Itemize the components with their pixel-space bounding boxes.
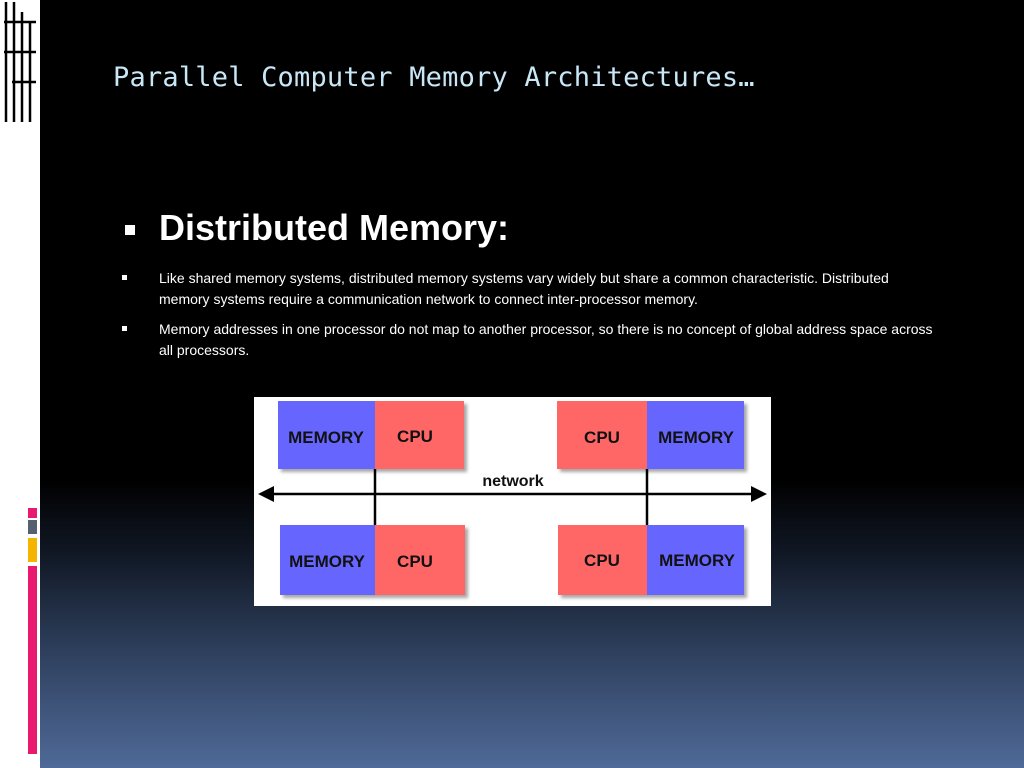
square-bullet-icon [122, 275, 127, 280]
node-bottom-left [280, 525, 465, 595]
memory-block [280, 525, 375, 595]
section-heading: Distributed Memory: [159, 207, 510, 248]
slide-title: Parallel Computer Memory Architectures… [113, 62, 755, 93]
panel-lines-icon [4, 2, 36, 122]
accent-bar [28, 538, 37, 562]
bullet-item: Like shared memory systems, distributed … [122, 268, 942, 309]
memory-block [647, 401, 744, 469]
network-label: network [482, 473, 543, 490]
accent-bar [28, 508, 37, 518]
cpu-label: CPU [397, 427, 433, 446]
square-bullet-icon [125, 225, 135, 235]
distributed-memory-diagram: network MEMORY CPU CPU MEMORY MEMORY CPU… [254, 397, 771, 606]
node-top-right [557, 401, 744, 469]
bullet-text: Memory addresses in one processor do not… [159, 321, 933, 358]
accent-bar [28, 520, 37, 534]
memory-block [278, 401, 375, 469]
cpu-label: CPU [397, 552, 433, 571]
cpu-block [558, 525, 647, 595]
node-bottom-right [558, 525, 744, 595]
bullet-item: Memory addresses in one processor do not… [122, 319, 942, 360]
cpu-block [375, 525, 465, 595]
cpu-block [375, 401, 464, 469]
memory-label: MEMORY [288, 428, 365, 447]
memory-label: MEMORY [659, 551, 736, 570]
accent-bar [28, 566, 37, 754]
memory-block [647, 525, 744, 595]
cpu-label: CPU [584, 551, 620, 570]
cpu-label: CPU [584, 428, 620, 447]
bullet-list: Like shared memory systems, distributed … [122, 268, 942, 370]
left-decor-strip [0, 0, 40, 768]
node-top-left [278, 401, 464, 469]
square-bullet-icon [122, 326, 127, 331]
memory-label: MEMORY [658, 428, 735, 447]
bullet-text: Like shared memory systems, distributed … [159, 270, 889, 307]
cpu-block [557, 401, 647, 469]
arrow-right-icon [751, 486, 767, 502]
memory-label: MEMORY [289, 552, 366, 571]
arrow-left-icon [258, 486, 274, 502]
